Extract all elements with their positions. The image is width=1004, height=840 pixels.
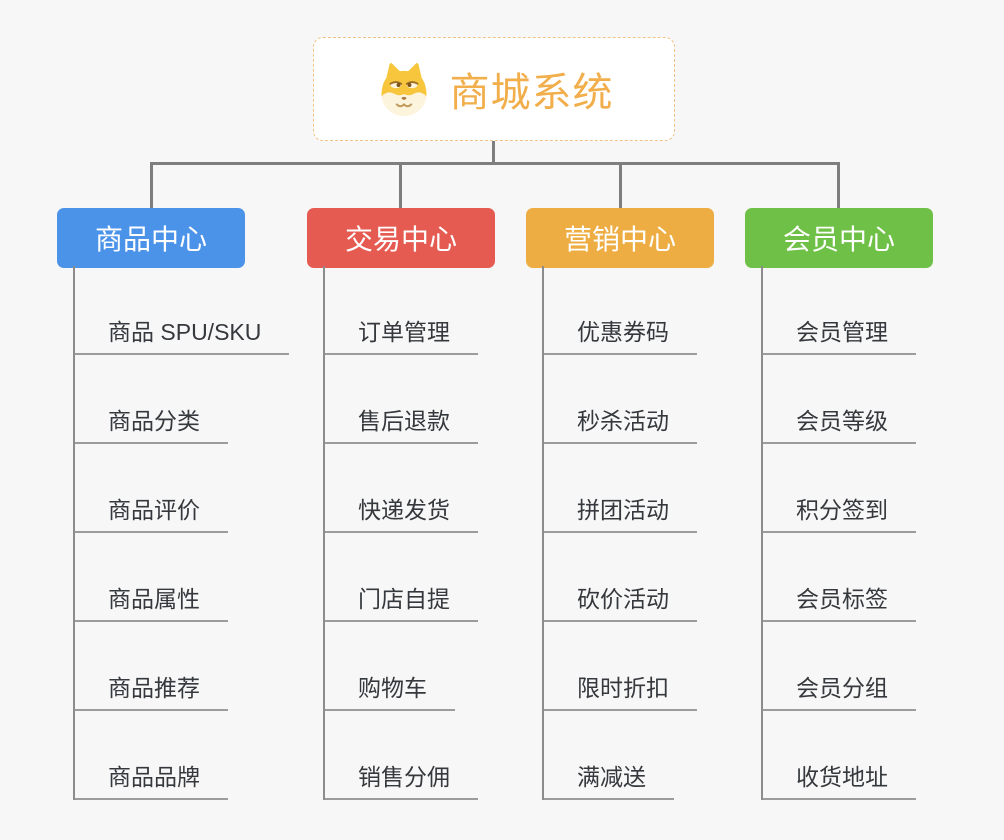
connector-branch-drop: [619, 163, 622, 208]
sub-item[interactable]: 限时折扣: [544, 622, 697, 711]
sub-item[interactable]: 商品推荐: [75, 622, 228, 711]
sub-item-label: 售后退款: [358, 408, 450, 435]
sub-item-label: 商品推荐: [108, 675, 200, 702]
sub-item[interactable]: 积分签到: [763, 444, 916, 533]
sub-item[interactable]: 商品 SPU/SKU: [75, 266, 290, 355]
branch-label: 会员中心: [782, 224, 895, 255]
sub-item[interactable]: 门店自提: [325, 533, 478, 622]
sub-list-member-center: 会员管理 会员等级 积分签到 会员标签 会员分组 收货地址: [761, 266, 916, 800]
sub-item[interactable]: 优惠券码: [544, 266, 697, 355]
sub-item-label: 秒杀活动: [577, 408, 669, 435]
connector-root-drop: [492, 140, 495, 163]
dog-face-icon: [380, 63, 427, 117]
sub-item-label: 会员管理: [796, 319, 888, 346]
sub-item[interactable]: 会员管理: [763, 266, 916, 355]
sub-list-trade-center: 订单管理 售后退款 快递发货 门店自提 购物车 销售分佣: [323, 266, 478, 800]
sub-item[interactable]: 购物车: [325, 622, 455, 711]
sub-item-label: 门店自提: [358, 586, 450, 613]
sub-item[interactable]: 拼团活动: [544, 444, 697, 533]
connector-branch-drop: [837, 163, 840, 208]
sub-item-label: 拼团活动: [577, 497, 669, 524]
sub-item-label: 商品属性: [108, 586, 200, 613]
sub-item-label: 会员标签: [796, 586, 888, 613]
root-node[interactable]: 商城系统: [313, 37, 675, 141]
sub-item[interactable]: 商品评价: [75, 444, 228, 533]
root-title: 商城系统: [449, 71, 614, 115]
sub-item[interactable]: 销售分佣: [325, 711, 478, 800]
sub-item[interactable]: 砍价活动: [544, 533, 697, 622]
sub-item-label: 收货地址: [796, 764, 888, 791]
branch-box-trade-center[interactable]: 交易中心: [307, 208, 495, 268]
sub-list-product-center: 商品 SPU/SKU 商品分类 商品评价 商品属性 商品推荐 商品品牌: [73, 266, 290, 800]
sub-item-label: 快递发货: [358, 497, 450, 524]
sub-item-label: 积分签到: [796, 497, 888, 524]
sub-item-label: 砍价活动: [577, 586, 669, 613]
sub-item[interactable]: 售后退款: [325, 355, 478, 444]
sub-item-label: 商品分类: [108, 408, 200, 435]
sub-item-label: 商品 SPU/SKU: [108, 319, 262, 346]
branch-label: 营销中心: [563, 224, 676, 255]
branch-box-member-center[interactable]: 会员中心: [745, 208, 933, 268]
sub-item[interactable]: 收货地址: [763, 711, 916, 800]
branch-box-product-center[interactable]: 商品中心: [57, 208, 245, 268]
sub-item-label: 商品评价: [108, 497, 200, 524]
sub-item[interactable]: 商品属性: [75, 533, 228, 622]
sub-item[interactable]: 快递发货: [325, 444, 478, 533]
sub-item[interactable]: 满减送: [544, 711, 674, 800]
connector-branch-drop: [399, 163, 402, 208]
branch-label: 交易中心: [344, 224, 457, 255]
sub-item-label: 会员分组: [796, 675, 888, 702]
sub-item-label: 销售分佣: [358, 764, 450, 791]
sub-item-label: 优惠券码: [577, 319, 669, 346]
sub-item-label: 商品品牌: [108, 764, 200, 791]
sub-item[interactable]: 会员等级: [763, 355, 916, 444]
sub-item[interactable]: 商品分类: [75, 355, 228, 444]
sub-item-label: 满减送: [577, 764, 646, 791]
sub-item-label: 限时折扣: [577, 675, 669, 702]
sub-item-label: 会员等级: [796, 408, 888, 435]
sub-item[interactable]: 秒杀活动: [544, 355, 697, 444]
sub-item-label: 购物车: [358, 675, 427, 702]
connector-branch-drop: [150, 163, 153, 208]
branch-box-marketing-center[interactable]: 营销中心: [526, 208, 714, 268]
sub-item-label: 订单管理: [358, 319, 450, 346]
sub-item[interactable]: 会员标签: [763, 533, 916, 622]
connector-rail: [150, 162, 840, 165]
sub-item[interactable]: 会员分组: [763, 622, 916, 711]
sub-list-marketing-center: 优惠券码 秒杀活动 拼团活动 砍价活动 限时折扣 满减送: [542, 266, 697, 800]
sub-item[interactable]: 商品品牌: [75, 711, 228, 800]
sub-item[interactable]: 订单管理: [325, 266, 478, 355]
branch-label: 商品中心: [94, 224, 207, 255]
